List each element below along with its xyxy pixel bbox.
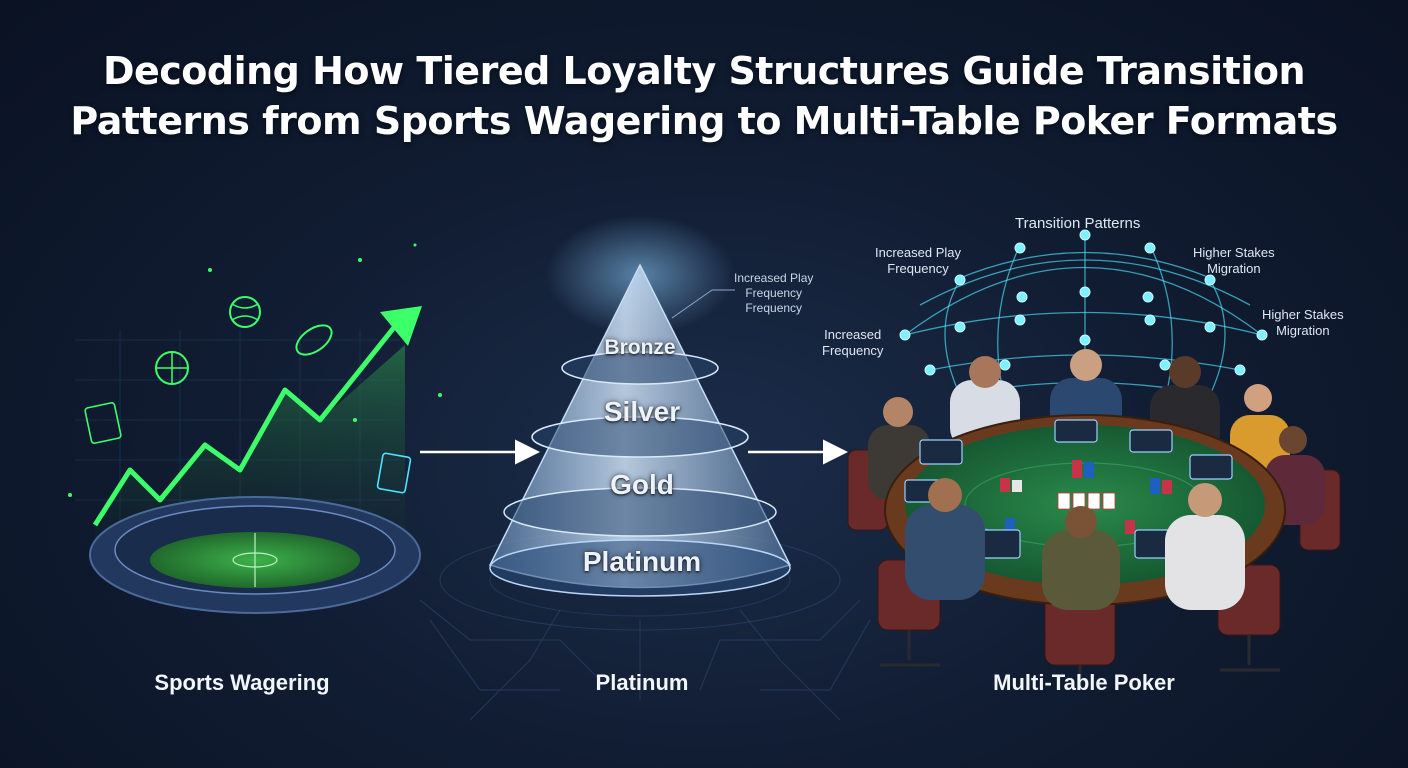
network-label-top-right-line-2: Migration: [1207, 261, 1261, 276]
pyramid-label-leader: [671, 289, 713, 319]
tier-bronze: Bronze: [604, 336, 676, 359]
network-label-top-left: Increased Play Frequency: [875, 245, 961, 277]
network-label-top-left-line-2: Frequency: [887, 261, 949, 276]
tier-platinum: Platinum: [582, 546, 702, 577]
pyramid-label-line-3: Frequency: [745, 301, 803, 315]
caption-sports-wagering: Sports Wagering: [154, 670, 330, 695]
ticket-icon: [84, 402, 122, 444]
poker-table-icon: [847, 349, 1341, 690]
network-label-right-line-1: Higher Stakes: [1262, 307, 1344, 322]
network-label-top-right-line-1: Higher Stakes: [1193, 245, 1275, 260]
network-label-left-line-1: Increased: [824, 327, 882, 342]
network-label-left: Increased Frequency: [822, 327, 883, 359]
caption-platinum: Platinum: [595, 670, 689, 695]
sports-wagering-graphic: [68, 243, 442, 614]
pyramid-icon: [488, 215, 792, 597]
chart-arrow-icon: [92, 318, 402, 527]
title-line-1: Decoding How Tiered Loyalty Structures G…: [102, 49, 1306, 93]
ball-icon: [229, 296, 261, 328]
page-title: Decoding How Tiered Loyalty Structures G…: [0, 46, 1408, 146]
network-label-right: Higher Stakes Migration: [1262, 307, 1344, 339]
pyramid-label-line-1: Increased Play: [734, 271, 814, 285]
circuit-lines: [419, 599, 871, 721]
network-label-top: Transition Patterns: [1015, 215, 1141, 232]
stadium-icon: [89, 496, 421, 614]
network-label-top-right: Higher Stakes Migration: [1193, 245, 1275, 277]
caption-multi-table-poker: Multi-Table Poker: [993, 670, 1175, 695]
front-players: [905, 478, 1245, 610]
network-label-left-line-2: Frequency: [822, 343, 884, 358]
chart-arrowhead: [380, 306, 422, 346]
tier-silver: Silver: [603, 396, 681, 427]
ticket-icon-2: [376, 452, 412, 494]
tier-gold: Gold: [610, 469, 674, 500]
network-label-right-line-2: Migration: [1276, 323, 1330, 338]
particles: [68, 243, 442, 497]
pyramid-label-line-2: Frequency: [745, 286, 803, 300]
pyramid-side-label: Increased Play Frequency Frequency: [734, 271, 813, 316]
football-icon: [295, 324, 333, 356]
title-line-2: Patterns from Sports Wagering to Multi-T…: [70, 99, 1338, 143]
chips: [1000, 460, 1172, 534]
network-label-top-left-line-1: Increased Play: [875, 245, 961, 260]
